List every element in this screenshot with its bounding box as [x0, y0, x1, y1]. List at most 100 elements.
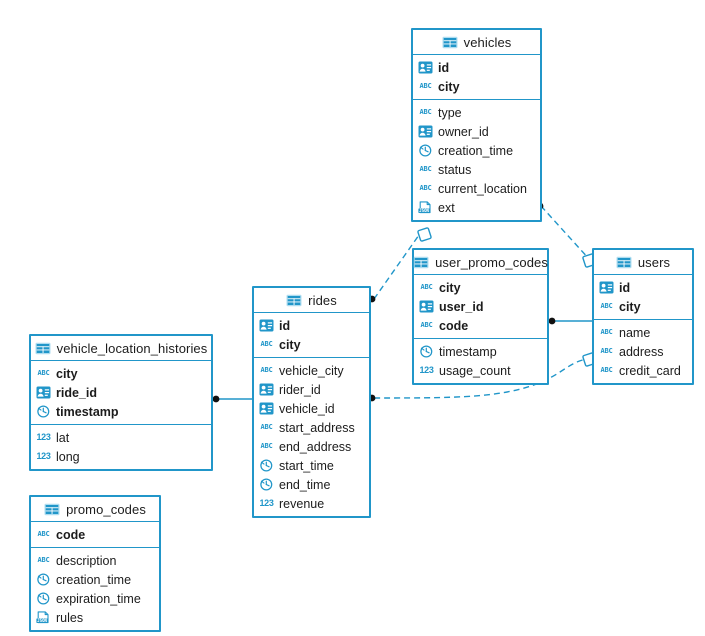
table-title: users [637, 254, 671, 270]
column-name: credit_card [619, 363, 681, 378]
column-row[interactable]: rider_id [254, 380, 369, 399]
column-name: user_id [439, 299, 484, 314]
abc-icon: ABC [600, 302, 613, 310]
table-title: vehicles [463, 34, 512, 50]
abc-icon: ABC [260, 340, 273, 348]
column-name: ride_id [56, 385, 97, 400]
column-row[interactable]: id [254, 316, 369, 335]
column-row[interactable]: ride_id [31, 383, 211, 402]
column-name: name [619, 325, 651, 340]
column-row[interactable]: end_time [254, 475, 369, 494]
column-name: long [56, 449, 80, 464]
table-header[interactable]: user_promo_codes [413, 250, 548, 275]
table-header[interactable]: rides [254, 288, 369, 313]
relationship-vlh-rides[interactable] [212, 395, 252, 403]
column-row[interactable]: creation_time [31, 570, 159, 589]
abc-icon: ABC [419, 82, 432, 90]
column-name: ext [438, 200, 455, 215]
table-grid-icon [616, 256, 632, 269]
table-grid-icon [442, 36, 458, 49]
column-row[interactable]: JSON ext [413, 198, 540, 217]
id-badge-icon [418, 61, 433, 74]
table-title: user_promo_codes [435, 254, 548, 270]
column-name: id [279, 318, 291, 333]
column-row[interactable]: ABC address [594, 342, 692, 361]
column-name: expiration_time [56, 591, 141, 606]
clock-icon [36, 592, 51, 605]
table-header[interactable]: users [594, 250, 692, 275]
column-name: start_address [279, 420, 355, 435]
column-name: city [619, 299, 641, 314]
column-row[interactable]: user_id [414, 297, 547, 316]
column-row[interactable]: ABC city [254, 335, 369, 354]
table-header[interactable]: vehicles [413, 30, 540, 55]
svg-text:JSON: JSON [419, 208, 429, 213]
abc-icon: ABC [420, 283, 433, 291]
column-row[interactable]: timestamp [414, 342, 547, 361]
column-row[interactable]: expiration_time [31, 589, 159, 608]
clock-icon [259, 478, 274, 491]
abc-icon: ABC [600, 366, 613, 374]
column-row[interactable]: vehicle_id [254, 399, 369, 418]
id-badge-icon [419, 300, 434, 313]
table-header[interactable]: vehicle_location_histories [31, 336, 211, 361]
column-name: owner_id [438, 124, 489, 139]
column-row[interactable]: start_time [254, 456, 369, 475]
column-name: vehicle_city [279, 363, 344, 378]
column-row[interactable]: timestamp [31, 402, 211, 421]
column-row[interactable]: ABC credit_card [594, 361, 692, 380]
svg-text:JSON: JSON [37, 618, 47, 623]
123-icon: 123 [36, 432, 51, 442]
id-badge-icon [418, 125, 433, 138]
column-row[interactable]: ABC city [594, 297, 692, 316]
column-name: city [279, 337, 301, 352]
column-name: end_time [279, 477, 331, 492]
abc-icon: ABC [260, 442, 273, 450]
abc-icon: ABC [420, 321, 433, 329]
table-header[interactable]: promo_codes [31, 497, 159, 522]
column-name: creation_time [438, 143, 514, 158]
table-title: rides [308, 292, 337, 308]
column-row[interactable]: owner_id [413, 122, 540, 141]
column-row[interactable]: creation_time [413, 141, 540, 160]
abc-icon: ABC [600, 347, 613, 355]
id-badge-icon [259, 402, 274, 415]
column-row[interactable]: id [594, 278, 692, 297]
column-row[interactable]: id [413, 58, 540, 77]
column-name: address [619, 344, 664, 359]
relationship-upc-users[interactable] [548, 317, 592, 325]
relationship-endpoint-dot [548, 317, 556, 325]
123-icon: 123 [259, 498, 274, 508]
123-icon: 123 [419, 365, 434, 375]
id-badge-icon [599, 281, 614, 294]
relationship-endpoint-dot [212, 395, 220, 403]
relationship-endpoint-square [417, 227, 432, 242]
